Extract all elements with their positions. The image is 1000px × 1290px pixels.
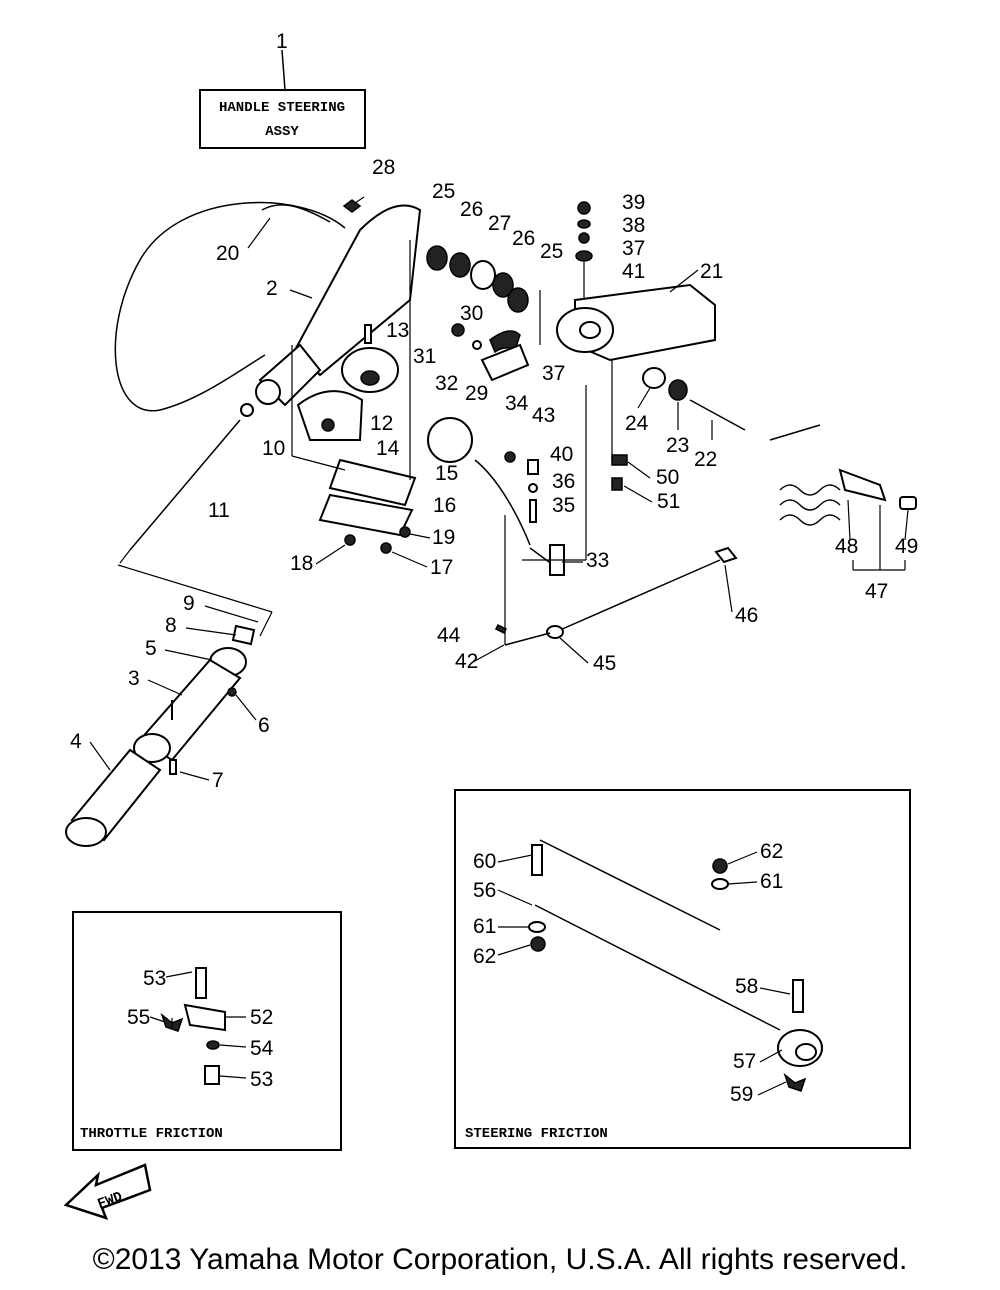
callout-5: 5	[145, 637, 157, 660]
title-line-2: ASSY	[265, 124, 299, 140]
fwd-arrow: FWD	[63, 1163, 152, 1221]
callout-50: 50	[656, 466, 679, 489]
callout-24: 24	[625, 412, 649, 435]
callout-12: 12	[370, 412, 393, 435]
callout-57: 57	[733, 1050, 756, 1073]
callout-40: 40	[550, 443, 573, 466]
callout-42: 42	[455, 650, 478, 673]
callout-22: 22	[694, 448, 717, 471]
callout-18: 18	[290, 552, 313, 575]
callouts: 1 2 3 4 5 6 7 8 9 10 11 12 13 14 15 16 1…	[70, 30, 918, 1106]
callout-7: 7	[212, 769, 224, 792]
callout-56: 56	[473, 879, 496, 902]
callout-62a: 62	[760, 840, 783, 863]
callout-6: 6	[258, 714, 270, 737]
callout-53a: 53	[143, 967, 166, 990]
callout-58: 58	[735, 975, 758, 998]
callout-8: 8	[165, 614, 177, 637]
callout-46: 46	[735, 604, 758, 627]
callout-19: 19	[432, 526, 455, 549]
callout-52: 52	[250, 1006, 273, 1029]
throttle-friction-label: THROTTLE FRICTION	[80, 1126, 223, 1142]
callout-21: 21	[700, 260, 723, 283]
callout-59: 59	[730, 1083, 753, 1106]
callout-17: 17	[430, 556, 453, 579]
callout-13: 13	[386, 319, 409, 342]
callout-41: 41	[622, 260, 645, 283]
throttle-friction-box: THROTTLE FRICTION	[72, 911, 342, 1151]
callout-60: 60	[473, 850, 496, 873]
grip-assembly	[65, 564, 273, 847]
callout-31: 31	[413, 345, 436, 368]
callout-54: 54	[250, 1037, 274, 1060]
callout-2: 2	[266, 277, 278, 300]
callout-33: 33	[586, 549, 609, 572]
callout-20: 20	[216, 242, 239, 265]
callout-44: 44	[437, 624, 461, 647]
steering-friction-box: STEERING FRICTION	[454, 789, 911, 1149]
callout-43: 43	[532, 404, 555, 427]
steering-friction-label: STEERING FRICTION	[465, 1126, 608, 1142]
callout-11: 11	[208, 499, 230, 522]
callout-23: 23	[666, 434, 689, 457]
title-line-1: HANDLE STEERING	[219, 100, 345, 116]
callout-62b: 62	[473, 945, 496, 968]
callout-14: 14	[376, 437, 400, 460]
callout-53b: 53	[250, 1068, 273, 1091]
handle-assembly	[114, 199, 422, 564]
callout-26a: 26	[460, 198, 483, 221]
callout-47: 47	[865, 580, 888, 603]
callout-49: 49	[895, 535, 918, 558]
callout-27: 27	[488, 212, 511, 235]
callout-3: 3	[128, 667, 140, 690]
callout-25a: 25	[432, 180, 455, 203]
callout-45: 45	[593, 652, 616, 675]
callout-25b: 25	[540, 240, 563, 263]
callout-1: 1	[276, 30, 288, 53]
callout-16: 16	[433, 494, 456, 517]
callout-61a: 61	[473, 915, 496, 938]
callout-15: 15	[435, 462, 458, 485]
bracket-assembly	[426, 201, 917, 646]
callout-34: 34	[505, 392, 529, 415]
callout-37b: 37	[622, 237, 645, 260]
shift-lever	[427, 290, 587, 635]
callout-48: 48	[835, 535, 858, 558]
copyright-notice: ©2013 Yamaha Motor Corporation, U.S.A. A…	[92, 1243, 908, 1276]
callout-36: 36	[552, 470, 575, 493]
callout-61b: 61	[760, 870, 783, 893]
callout-4: 4	[70, 730, 82, 753]
callout-39: 39	[622, 191, 645, 214]
callout-35: 35	[552, 494, 575, 517]
callout-28: 28	[372, 156, 395, 179]
callout-29: 29	[465, 382, 488, 405]
callout-32: 32	[435, 372, 458, 395]
callout-9: 9	[183, 592, 195, 615]
title-box: HANDLE STEERING ASSY	[199, 49, 366, 149]
callout-37a: 37	[542, 362, 565, 385]
callout-30: 30	[460, 302, 483, 325]
callout-10: 10	[262, 437, 285, 460]
callout-38: 38	[622, 214, 645, 237]
callout-26b: 26	[512, 227, 535, 250]
callout-51: 51	[657, 490, 680, 513]
leader-lines	[89, 196, 909, 1096]
callout-55: 55	[127, 1006, 150, 1029]
